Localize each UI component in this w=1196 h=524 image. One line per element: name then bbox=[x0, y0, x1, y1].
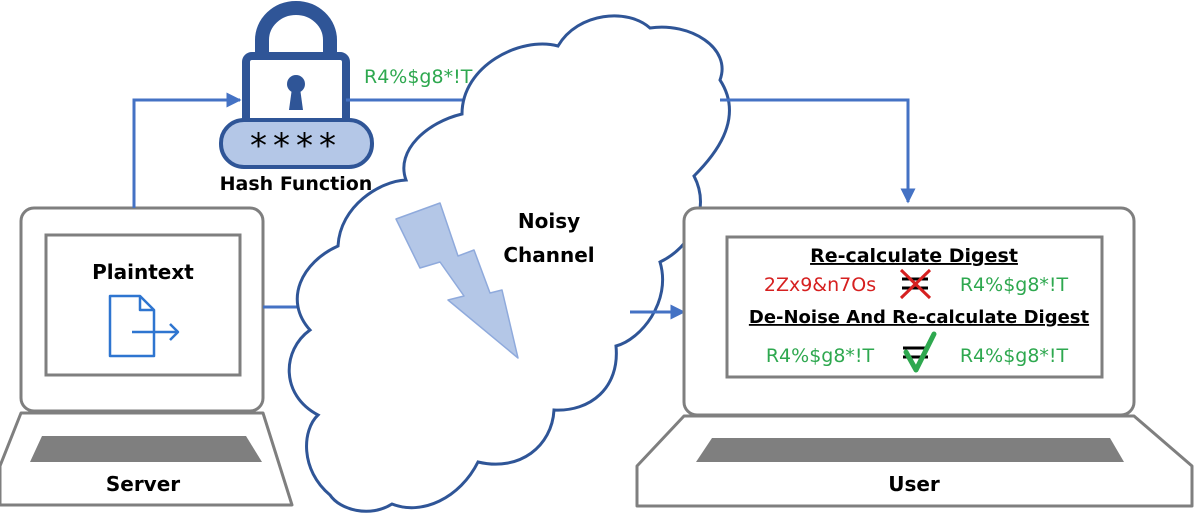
hash-mask: **** bbox=[250, 126, 342, 166]
channel-label-line2: Channel bbox=[503, 243, 594, 267]
user-heading-recalculate: Re-calculate Digest bbox=[810, 245, 1018, 267]
not-equal-icon bbox=[899, 268, 932, 300]
equal-check-icon bbox=[903, 331, 937, 373]
user-heading-denoise: De-Noise And Re-calculate Digest bbox=[749, 307, 1090, 328]
user-row2-left: R4%$g8*!T bbox=[766, 345, 875, 367]
user-row2-right: R4%$g8*!T bbox=[960, 345, 1069, 367]
server-screen-title: Plaintext bbox=[92, 260, 194, 284]
lightning-bolt-icon bbox=[395, 202, 519, 359]
hash-function-label: Hash Function bbox=[220, 173, 373, 195]
lock-icon bbox=[219, 1, 374, 169]
noisy-channel-cloud bbox=[287, 14, 731, 513]
user-row1-left: 2Zx9&n7Os bbox=[764, 274, 876, 296]
user-row1-right: R4%$g8*!T bbox=[960, 274, 1069, 296]
server-to-hash-arrow bbox=[132, 92, 242, 208]
user-laptop bbox=[635, 206, 1194, 508]
server-laptop bbox=[0, 206, 294, 507]
channel-to-user-top-arrow bbox=[720, 98, 916, 204]
hash-digest: R4%$g8*!T bbox=[364, 66, 473, 88]
server-label: Server bbox=[106, 472, 180, 496]
user-label: User bbox=[888, 472, 940, 496]
document-export-icon bbox=[108, 294, 180, 358]
channel-label-line1: Noisy bbox=[518, 209, 580, 233]
